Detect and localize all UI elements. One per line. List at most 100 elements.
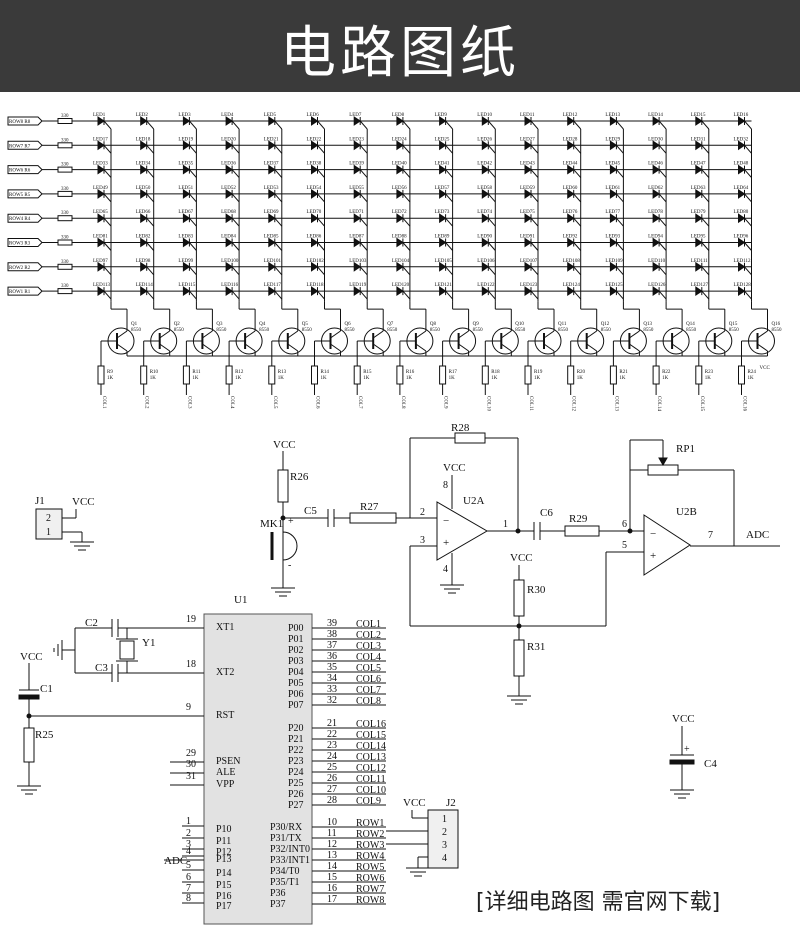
led-label: LED69 [264, 210, 279, 215]
transistor-label: Q1 [131, 322, 138, 327]
mcu-pin-name: P33/INT1 [270, 855, 310, 866]
led-label: LED7 [349, 113, 362, 118]
led-label: LED29 [605, 137, 620, 142]
mcu-pin-num: 5 [186, 860, 191, 871]
led [182, 188, 191, 199]
row-resistor [57, 288, 73, 295]
led-label: LED4 [221, 113, 234, 118]
col-resistor [567, 365, 575, 385]
led [97, 261, 105, 272]
led-label: LED95 [691, 235, 706, 240]
led [396, 261, 404, 272]
mcu-net-label: COL15 [356, 730, 386, 741]
led [609, 237, 618, 248]
mcu-pin-name: P27 [288, 800, 304, 811]
mcu-pin-num: 15 [327, 872, 337, 883]
led [353, 140, 362, 151]
r27-label: R27 [360, 501, 379, 513]
r31-label: R31 [527, 641, 545, 653]
mcu-pin-num: 28 [327, 795, 337, 806]
mcu-pin-num: 7 [186, 883, 191, 894]
led [695, 237, 703, 248]
led-label: LED85 [264, 235, 279, 240]
svg-text:+: + [443, 537, 449, 549]
led-label: LED3 [178, 113, 191, 118]
mcu-pin-name: P05 [288, 678, 304, 689]
c4-vcc-label: VCC [672, 713, 695, 725]
row-res-value: 330 [61, 211, 69, 216]
transistor-type: 8550 [558, 328, 569, 333]
svg-text:4: 4 [442, 853, 447, 864]
mk1-label: MK1 [260, 518, 283, 530]
col-label: COL6 [315, 396, 320, 409]
led-label: LED60 [563, 186, 578, 191]
led-label: LED14 [648, 113, 663, 118]
led [609, 188, 618, 199]
mcu-pin-num: 27 [327, 784, 337, 795]
led [652, 140, 661, 151]
led-label: LED8 [392, 113, 405, 118]
led-label: LED127 [691, 283, 709, 288]
led-label: LED66 [136, 210, 151, 215]
svg-text:-: - [288, 560, 291, 571]
led [695, 213, 703, 224]
led [439, 116, 447, 126]
col-resistor [311, 365, 318, 385]
led [182, 237, 191, 248]
row-res-value: 330 [61, 163, 69, 168]
mcu-pin-num: 39 [327, 618, 337, 629]
col-label: COL4 [229, 396, 234, 409]
row-res-value: 330 [61, 284, 69, 289]
led [97, 140, 105, 151]
transistor-type: 8550 [430, 328, 441, 333]
mcu-pin-name: P37 [270, 899, 286, 910]
mcu-net-label: ROW7 [356, 884, 384, 895]
mcu-net-label: COL9 [356, 796, 381, 807]
col-label: COL7 [357, 396, 362, 409]
led [268, 116, 276, 126]
col-res-label: R14 [321, 370, 330, 375]
led [140, 261, 148, 272]
led [567, 116, 575, 126]
row-label: ROW5 R5 [9, 193, 31, 198]
r29-label: R29 [569, 513, 588, 525]
led-label: LED45 [605, 162, 620, 167]
led [524, 140, 532, 151]
led-label: LED82 [136, 235, 151, 240]
led [311, 140, 319, 151]
led-label: LED34 [136, 162, 151, 167]
mcu-pin-name: P12 [216, 847, 232, 858]
svg-text:2: 2 [420, 507, 425, 518]
mcu-pin-num: 2 [186, 828, 191, 839]
led [225, 116, 234, 126]
led [695, 188, 703, 199]
col-resistor [439, 365, 447, 385]
led-label: LED71 [349, 210, 364, 215]
row-res-value: 330 [61, 187, 69, 192]
led-label: LED84 [221, 235, 236, 240]
vcc-u2a-label: VCC [443, 462, 466, 474]
mcu-net-label: COL16 [356, 719, 386, 730]
led-label: LED81 [93, 235, 108, 240]
mcu-pin-num: 17 [327, 894, 337, 905]
led [609, 261, 618, 272]
led [182, 213, 191, 224]
led-label: LED99 [178, 259, 193, 264]
row-resistor [57, 118, 73, 124]
mcu-pin-name: P16 [216, 891, 232, 902]
led-label: LED11 [520, 113, 535, 118]
led-label: LED116 [221, 283, 239, 288]
col-resistor [97, 365, 105, 385]
row-port [7, 262, 43, 272]
led-label: LED103 [349, 259, 367, 264]
col-res-label: R24 [748, 370, 757, 375]
led-label: LED54 [307, 186, 322, 191]
led-label: LED59 [520, 186, 535, 191]
mcu-pin-num: 3 [186, 839, 191, 850]
led [182, 140, 191, 151]
svg-text:+: + [650, 550, 656, 562]
mcu-pin-num: 1 [186, 816, 191, 827]
mcu-pin-name: P10 [216, 824, 232, 835]
